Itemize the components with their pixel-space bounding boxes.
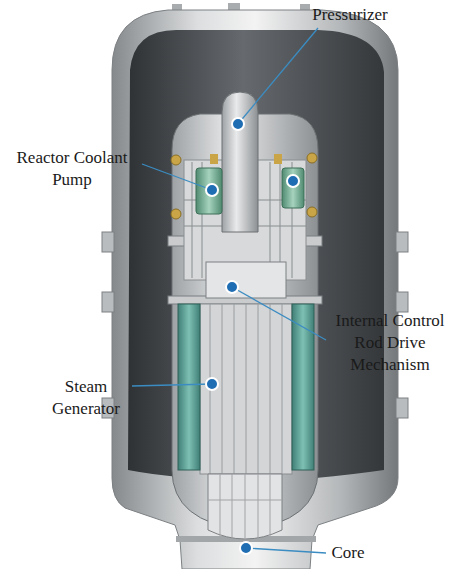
- leader-line: [142, 164, 212, 190]
- part-label: Steam Generator: [36, 376, 136, 420]
- callout-dot: [206, 378, 218, 390]
- core: [245, 474, 246, 542]
- reactor-vessel: [270, 162, 271, 278]
- leader-line: [246, 548, 326, 553]
- containment-vessel: [102, 232, 114, 252]
- control-rod-drive: [206, 262, 286, 298]
- control-rod-drive: [200, 262, 292, 474]
- steam-generator: [178, 304, 200, 470]
- part-label: Pressurizer: [300, 4, 400, 26]
- coolant-pumps: [171, 155, 181, 165]
- callout-dot: [240, 542, 252, 554]
- callout-dot: [206, 184, 218, 196]
- containment-vessel: [396, 232, 408, 252]
- containment-vessel: [112, 10, 398, 569]
- containment-vessel: [396, 292, 408, 312]
- coolant-pumps: [171, 153, 317, 219]
- coolant-pumps: [282, 168, 304, 208]
- leader-line: [132, 384, 212, 386]
- steam-generator: [292, 304, 314, 470]
- coolant-pumps: [171, 209, 181, 219]
- part-label: Core: [316, 542, 380, 564]
- control-rod-drive: [200, 304, 292, 474]
- containment-vessel: [128, 30, 384, 480]
- callout-dot: [226, 281, 238, 293]
- control-rod-drive: [246, 304, 247, 474]
- callout-dot: [287, 175, 299, 187]
- containment-vessel: [102, 3, 408, 569]
- coolant-pumps: [196, 168, 222, 214]
- core: [258, 474, 259, 540]
- core: [270, 474, 271, 536]
- control-rod-drive: [282, 304, 283, 474]
- steam-generator: [178, 304, 314, 470]
- core: [232, 474, 233, 540]
- leader-line: [232, 287, 326, 340]
- coolant-pumps: [274, 154, 282, 164]
- coolant-pumps: [307, 153, 317, 163]
- reactor-vessel: [280, 162, 281, 278]
- control-rod-drive: [210, 304, 282, 474]
- core: [208, 500, 282, 501]
- leader-line: [132, 28, 326, 553]
- containment-vessel: [396, 398, 408, 418]
- pressurizer: [222, 92, 258, 232]
- control-rod-drive: [234, 304, 235, 474]
- leader-line: [238, 28, 318, 124]
- control-rod-drive: [222, 304, 223, 474]
- part-label: Internal Control Rod Drive Mechanism: [325, 310, 455, 376]
- core: [220, 474, 221, 536]
- control-rod-drive: [270, 304, 271, 474]
- control-rod-drive: [258, 304, 259, 474]
- core: [208, 474, 282, 542]
- coolant-pumps: [210, 154, 218, 164]
- callout-dot: [206, 118, 299, 554]
- callout-dot: [232, 118, 244, 130]
- containment-vessel: [102, 292, 114, 312]
- reactor-vessel: [192, 162, 193, 278]
- part-label: Reactor Coolant Pump: [2, 147, 142, 191]
- coolant-pumps: [307, 207, 317, 217]
- pressurizer: [222, 92, 258, 232]
- core: [208, 474, 282, 542]
